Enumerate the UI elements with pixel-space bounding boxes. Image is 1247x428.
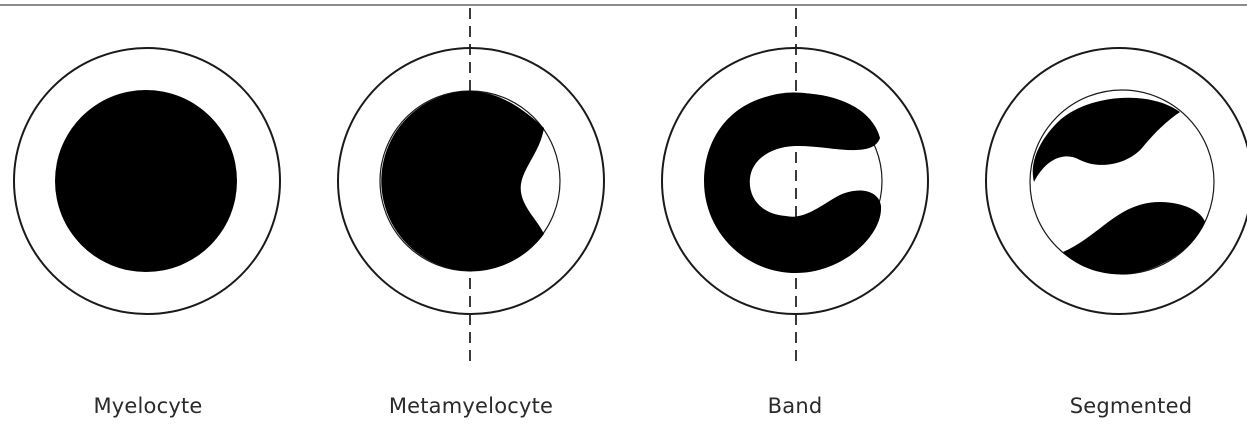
segmented-cell: [986, 48, 1247, 314]
myelocyte-nucleus: [55, 90, 237, 272]
myelocyte-cell: [14, 48, 280, 314]
segmented-nucleus-lobe-upper: [1033, 98, 1180, 182]
label-myelocyte: Myelocyte: [18, 394, 278, 418]
segmented-nucleus-lobe-lower: [1063, 202, 1205, 274]
label-band: Band: [665, 394, 925, 418]
label-metamyelocyte: Metamyelocyte: [341, 394, 601, 418]
band-nucleus: [704, 93, 881, 273]
label-segmented: Segmented: [1001, 394, 1247, 418]
